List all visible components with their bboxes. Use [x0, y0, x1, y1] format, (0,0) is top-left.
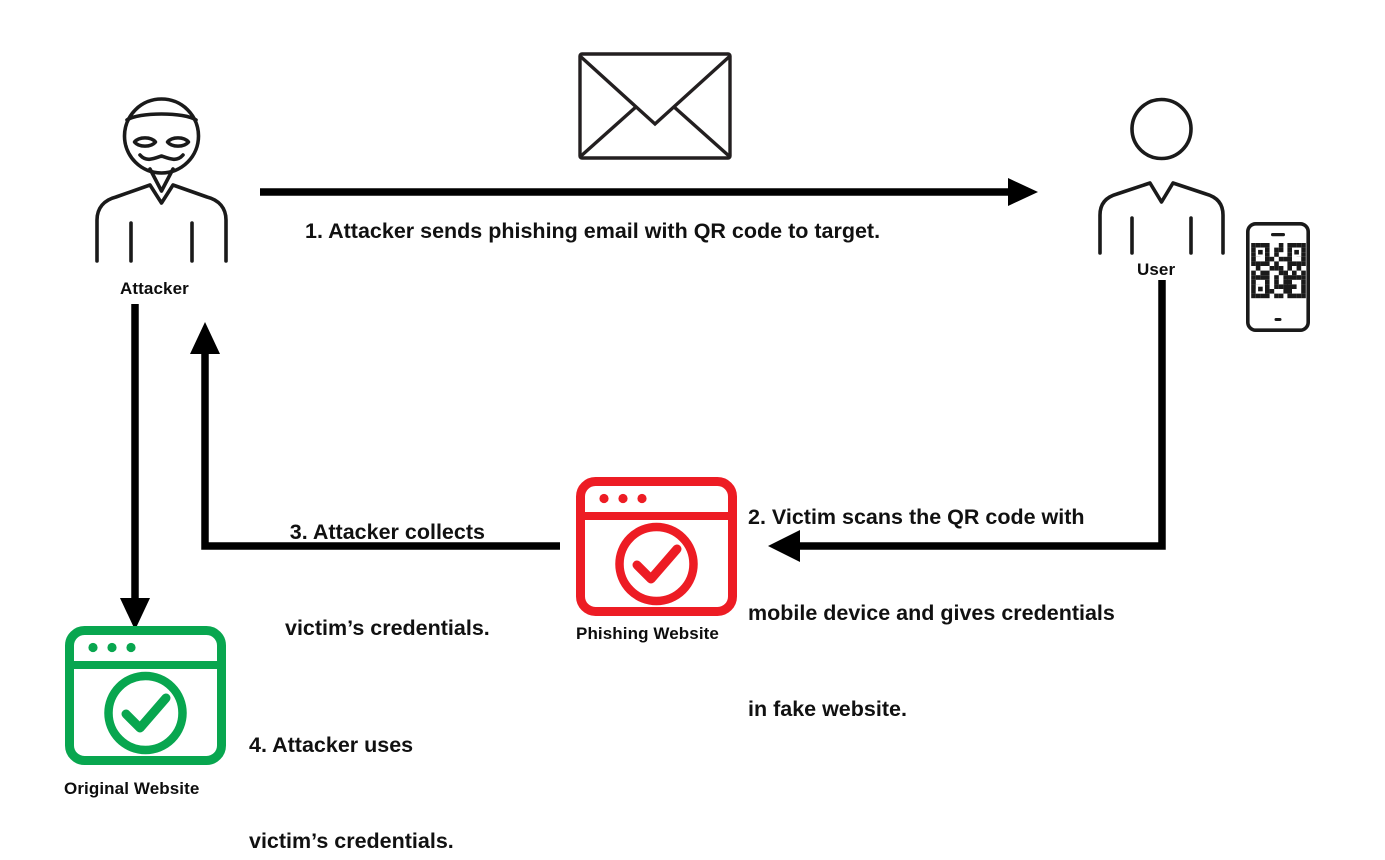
mobile-qr-code-icon	[1245, 221, 1311, 333]
step-2-line-1: 2. Victim scans the QR code with	[748, 505, 1085, 529]
arrow-step-3	[190, 310, 590, 560]
arrow-step-2	[750, 265, 1190, 565]
attacker-label: Attacker	[120, 279, 189, 298]
phishing-website-label: Phishing Website	[576, 624, 719, 643]
person-icon	[1096, 97, 1227, 255]
qr-modules	[1251, 243, 1306, 299]
original-website-icon	[65, 626, 226, 765]
phishing-website-icon	[576, 477, 737, 616]
step-3-line-2: victim’s credentials.	[285, 616, 490, 640]
arrow-step-4	[118, 300, 158, 640]
step-3-text: 3. Attacker collects victim’s credential…	[285, 452, 490, 708]
step-2-line-2: mobile device and gives credentials	[748, 601, 1115, 625]
step-2-text: 2. Victim scans the QR code with mobile …	[748, 437, 1115, 789]
envelope-icon	[578, 52, 732, 160]
step-1-text: 1. Attacker sends phishing email with QR…	[305, 219, 881, 243]
step-4-line-1: 4. Attacker uses	[249, 733, 414, 757]
step-3-line-1: 3. Attacker collects	[289, 520, 485, 544]
step-4-line-2: victim’s credentials.	[249, 829, 454, 853]
step-2-line-3: in fake website.	[748, 697, 907, 721]
step-4-text: 4. Attacker uses victim’s credentials.	[249, 665, 454, 860]
arrow-step-1	[250, 175, 1050, 215]
user-label: User	[1137, 260, 1176, 279]
masked-attacker-icon	[93, 93, 230, 263]
original-website-label: Original Website	[64, 779, 200, 798]
